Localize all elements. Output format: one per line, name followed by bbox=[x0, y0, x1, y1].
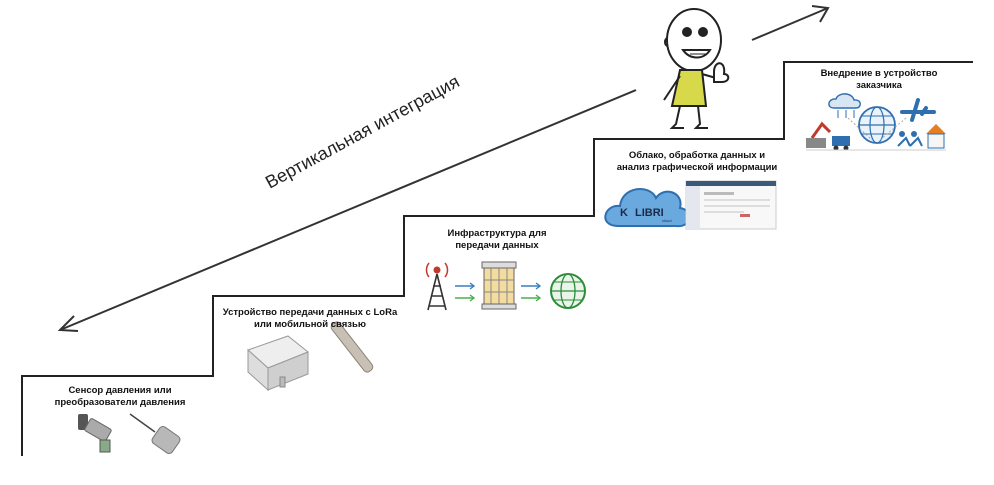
step-deployment-line2: заказчика bbox=[856, 80, 902, 91]
top-arrow-line bbox=[751, 7, 829, 41]
logo-sub: cloud bbox=[662, 218, 672, 223]
arrow-blue-1-icon bbox=[455, 282, 476, 290]
step-transmitter-line2: или мобильной связью bbox=[254, 319, 366, 330]
step-label-sensor: Сенсор давления или преобразователи давл… bbox=[40, 385, 200, 409]
step-sensor-line2: преобразователи давления bbox=[54, 397, 186, 408]
logo-prefix: K bbox=[620, 207, 628, 219]
step-label-transmitter: Устройство передачи данных с LoRa или мо… bbox=[220, 307, 400, 331]
logo-text: LIBRI bbox=[635, 207, 664, 219]
kolibri-cloud-logo-icon: K LIBRI cloud bbox=[604, 188, 691, 228]
globe-icon bbox=[550, 273, 586, 309]
arrow-green-2-icon bbox=[521, 294, 542, 302]
arrow-green-1-icon bbox=[455, 294, 476, 302]
step-sensor-line1: Сенсор давления или bbox=[68, 385, 172, 396]
top-arrow-head bbox=[811, 5, 830, 23]
arrow-blue-2-icon bbox=[521, 282, 542, 290]
step-label-deployment: Внедрение в устройство заказчика bbox=[812, 68, 946, 92]
pressure-transducer-icon bbox=[129, 413, 181, 455]
server-rack-icon bbox=[481, 261, 517, 310]
step-infrastructure-line2: передачи данных bbox=[455, 240, 539, 251]
pressure-sensor-icon bbox=[78, 414, 112, 453]
antenna-tower-icon bbox=[425, 262, 449, 311]
transmitter-tube-icon bbox=[330, 321, 374, 373]
lora-box-icon bbox=[247, 335, 309, 392]
cartoon-character-icon bbox=[663, 8, 730, 129]
step-label-cloud: Облако, обработка данных и анализ графич… bbox=[612, 150, 782, 174]
step-transmitter-line1: Устройство передачи данных с LoRa bbox=[222, 307, 398, 318]
staircase-line bbox=[21, 61, 973, 456]
step-deployment-line1: Внедрение в устройство bbox=[820, 68, 938, 79]
step-cloud-line1: Облако, обработка данных и bbox=[628, 150, 766, 161]
step-cloud-line2: анализ графической информации bbox=[616, 162, 778, 173]
customer-devices-collage-icon bbox=[806, 93, 946, 151]
step-label-infrastructure: Инфраструктура для передачи данных bbox=[432, 228, 562, 252]
dashboard-screenshot-icon bbox=[685, 180, 777, 230]
step-infrastructure-line1: Инфраструктура для bbox=[447, 228, 547, 239]
integration-arrow-line bbox=[59, 89, 637, 331]
integration-arrow-head bbox=[57, 315, 79, 332]
